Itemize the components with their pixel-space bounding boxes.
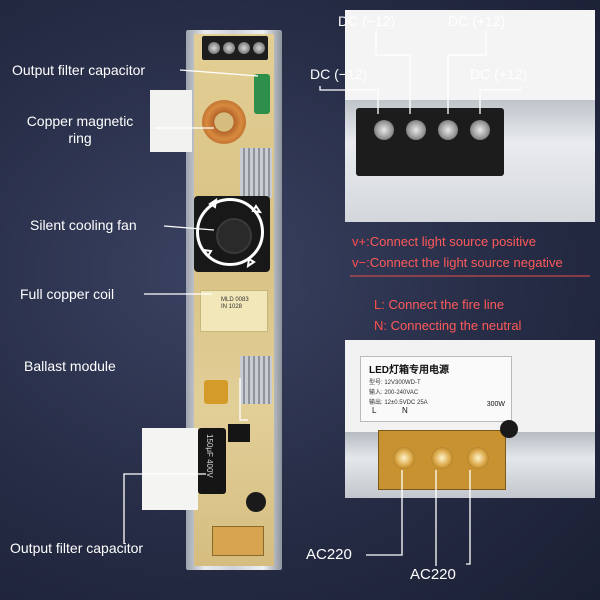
- label-silent-cooling-fan: Silent cooling fan: [30, 217, 137, 233]
- insulation-paper: [142, 428, 198, 510]
- screw: [467, 447, 489, 469]
- product-label: LED灯箱专用电源 型号: 12V300WD-T 输入: 200-240VAC …: [360, 356, 512, 422]
- screw: [374, 120, 394, 140]
- screw: [470, 120, 490, 140]
- adjust-knob: [500, 420, 518, 438]
- legend-v-minus: v−:Connect the light source negative: [352, 255, 563, 270]
- heatsink: [240, 148, 272, 198]
- screw: [438, 120, 458, 140]
- small-coil: [204, 380, 228, 404]
- label-copper-magnetic-ring: Copper magnetic ring: [26, 113, 134, 146]
- screw: [223, 42, 235, 54]
- label-full-copper-coil: Full copper coil: [20, 286, 115, 302]
- legend-n: N: Connecting the neutral: [374, 318, 522, 333]
- ac-terminal-block: [378, 430, 506, 490]
- output-filter-capacitor-top: [254, 74, 270, 114]
- label-dc-minus: DC (−12): [310, 66, 368, 82]
- output-filter-capacitor-bottom: 150μF 400V: [198, 428, 226, 494]
- label-ballast-module: Ballast module: [24, 358, 116, 374]
- dc-terminal-block: [356, 108, 504, 176]
- label-output-filter-capacitor-top: Output filter capacitor: [12, 62, 146, 78]
- screw: [208, 42, 220, 54]
- heatsink: [240, 356, 272, 404]
- ballast-module: [228, 424, 250, 442]
- copper-magnetic-ring: [202, 100, 246, 144]
- terminal-marking-strip: L N: [372, 406, 408, 415]
- output-terminal-block: [202, 36, 268, 60]
- insulation-paper: [150, 90, 192, 152]
- legend-v-plus: v+:Connect light source positive: [352, 234, 536, 249]
- screw: [393, 447, 415, 469]
- fan-rotation-ring: [196, 198, 264, 266]
- screw: [406, 120, 426, 140]
- screw: [238, 42, 250, 54]
- label-dc-minus-top: DC (−12): [338, 13, 396, 29]
- label-dc-plus: DC (+12): [470, 66, 528, 82]
- copper-coil-transformer: MLD 0083 IN 1028: [200, 290, 268, 332]
- label-ac220-center: AC220: [410, 566, 456, 583]
- screw: [253, 42, 265, 54]
- label-ac220-left: AC220: [306, 546, 352, 563]
- label-output-filter-capacitor-bottom: Output filter capacitor: [10, 540, 144, 556]
- label-dc-plus-top: DC (+12): [448, 13, 506, 29]
- input-terminal-block: [212, 526, 264, 556]
- transformer-tag: MLD 0083 IN 1028: [221, 297, 249, 310]
- legend-l: L: Connect the fire line: [374, 297, 505, 312]
- adjust-knob: [246, 492, 266, 512]
- screw: [431, 447, 453, 469]
